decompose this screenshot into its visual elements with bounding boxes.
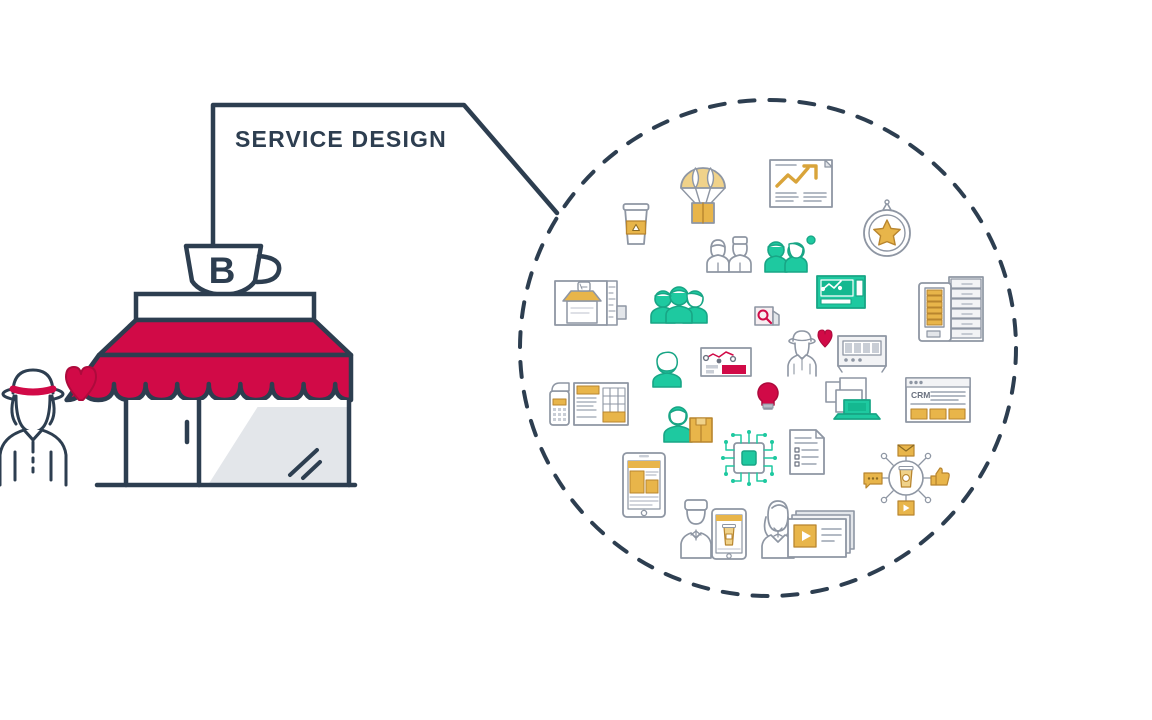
- email-node-icon: [897, 444, 915, 457]
- checklist-document-icon: [789, 429, 825, 475]
- loyal-customer-heart-icon: [787, 329, 833, 377]
- shop-floorplan-icon: [554, 280, 627, 326]
- analytics-dashboard-teal-icon: [816, 275, 866, 309]
- chat-node-icon: [863, 472, 883, 489]
- cloud-laptop-files-icon: [825, 377, 881, 420]
- staff-team-three-icon: [650, 286, 708, 324]
- coffee-shop-storefront: B: [64, 243, 358, 488]
- shop-sign-letter: B: [209, 250, 236, 291]
- recyclable-coffee-cup-icon: [622, 203, 650, 245]
- barista-mobile-order-icon: [680, 499, 747, 560]
- iot-chip-icon: [721, 430, 777, 486]
- callout-label-service-design: SERVICE DESIGN: [235, 126, 447, 152]
- cup-sign: B: [183, 243, 282, 297]
- star-award-medal-icon: [863, 199, 911, 257]
- parachute-delivery-icon: [680, 167, 726, 224]
- social-marketing-hub-icon: [863, 444, 950, 516]
- customer-journey-card-icon: [700, 347, 752, 377]
- tablet-app-icon: [622, 452, 666, 518]
- video-node-icon: [897, 500, 915, 516]
- market-research-icon: [754, 306, 780, 326]
- delivery-staff-parcel-icon: [663, 406, 713, 443]
- staff-pair-uniform-icon: [706, 236, 752, 273]
- staff-pair-teal-icon: [764, 235, 816, 273]
- pos-terminal-invoice-icon: [549, 382, 629, 426]
- growth-report-icon: [769, 159, 833, 208]
- crm-label: CRM: [911, 390, 930, 400]
- staff-video-training-icon: [761, 500, 855, 559]
- callout-bracket: [210, 102, 560, 265]
- ecosystem-dashed-circle: [518, 98, 1018, 598]
- crm-browser-icon: CRM: [905, 377, 971, 423]
- idea-lightbulb-icon: [757, 382, 779, 410]
- server-rack-icon: [837, 335, 887, 373]
- thumbs-up-node-icon: [930, 467, 950, 486]
- customer-with-hat: [0, 366, 97, 487]
- avatar-teal-icon: [652, 351, 682, 388]
- vending-and-shelving-icon: [918, 276, 984, 342]
